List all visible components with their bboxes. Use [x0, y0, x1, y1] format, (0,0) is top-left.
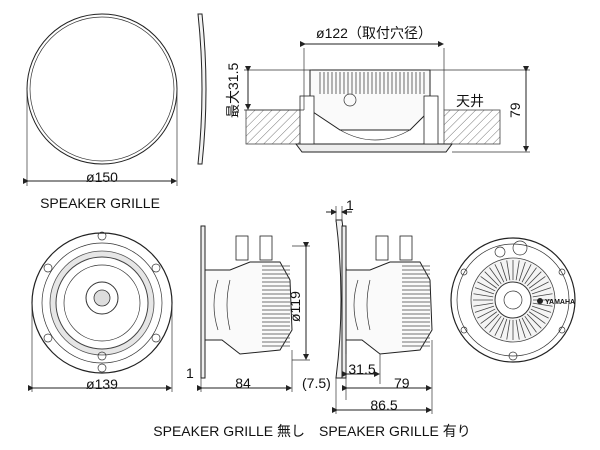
heatsink-fin	[506, 260, 511, 281]
heatsink-fin	[526, 271, 542, 287]
cutout-diameter-label: ø122（取付穴径）	[316, 25, 432, 41]
heatsink-fin	[532, 293, 553, 298]
bezel-thickness-label: 1	[186, 365, 194, 381]
ceiling-section	[245, 109, 501, 145]
brand-logo-icon	[537, 298, 543, 304]
max-depth-label: 最大31.5	[225, 63, 241, 118]
max-depth-dimension	[244, 66, 312, 111]
heatsink-fin	[518, 318, 526, 339]
heatsink-fin	[515, 260, 520, 281]
caption: SPEAKER GRILLE 無し SPEAKER GRILLE 有り	[153, 423, 470, 439]
cutout-dimension	[300, 41, 445, 110]
heatsink-fin	[494, 317, 505, 336]
dim-31-5-label: 31.5	[348, 361, 375, 377]
depth-86-5-label: 86.5	[370, 397, 397, 413]
heatsink-fin	[524, 315, 537, 333]
total-height-label: 79	[507, 102, 523, 118]
ceiling-label: 天井	[456, 93, 484, 109]
speaker-rear-view	[450, 237, 576, 363]
heatsink-fin	[521, 264, 532, 283]
front-diameter-dimension	[28, 303, 173, 392]
heatsink-fin	[489, 315, 502, 333]
grille-diameter-dimension	[23, 89, 178, 186]
grille-thickness-label: 1	[346, 197, 354, 213]
heatsink-fin	[473, 293, 494, 298]
heatsink-fin	[528, 276, 546, 289]
heatsink-fin	[531, 287, 552, 295]
grille-diameter-label: ø150	[86, 169, 118, 185]
side-view-no-grille	[200, 225, 293, 379]
heatsink-fin	[494, 264, 505, 283]
heatsink-fin	[489, 267, 502, 285]
heatsink-fin	[477, 281, 496, 292]
heatsink-fin	[526, 313, 542, 329]
heatsink-fin	[480, 311, 498, 324]
front-diameter-label: ø139	[86, 376, 118, 392]
heatsink-fin	[473, 302, 494, 307]
heatsink-fin	[484, 313, 500, 329]
heatsink-fin	[474, 305, 495, 313]
heatsink-fin	[530, 308, 549, 319]
heatsink-fin	[506, 319, 511, 340]
heatsink-fin	[528, 311, 546, 324]
depth-79-dimension	[332, 340, 433, 414]
speaker-front-view	[31, 231, 173, 374]
heatsink-fin	[518, 261, 526, 282]
installed-speaker-side	[295, 69, 453, 153]
heatsink-fin	[530, 281, 549, 292]
heatsink-fin	[531, 305, 552, 313]
offset-7-5-label: (7.5)	[302, 375, 331, 391]
brand-mark: YAMAHA	[545, 299, 575, 306]
depth-84-dimension	[197, 350, 293, 392]
heatsink-fin	[474, 287, 495, 295]
side-view-with-grille	[335, 219, 433, 379]
depth-79-label: 79	[394, 375, 410, 391]
heatsink-fin	[477, 308, 496, 319]
grille-side-profile	[197, 13, 207, 165]
heatsink-fin	[500, 261, 508, 282]
grille-thickness-dimension	[326, 206, 352, 222]
heatsink-fin	[484, 271, 500, 287]
heatsink-fin	[532, 302, 553, 307]
heatsink-fin	[515, 319, 520, 340]
body-diameter-dimension	[292, 242, 310, 361]
heatsink-fin	[500, 318, 508, 339]
heatsink-fin	[480, 276, 498, 289]
heatsink-fin	[521, 317, 532, 336]
heatsink-fin	[524, 267, 537, 285]
depth-84-label: 84	[235, 375, 251, 391]
grille-title: SPEAKER GRILLE	[40, 195, 160, 211]
grille-front-view	[26, 13, 178, 165]
total-height-dimension	[430, 66, 530, 153]
body-diameter-label: ø119	[287, 291, 303, 322]
